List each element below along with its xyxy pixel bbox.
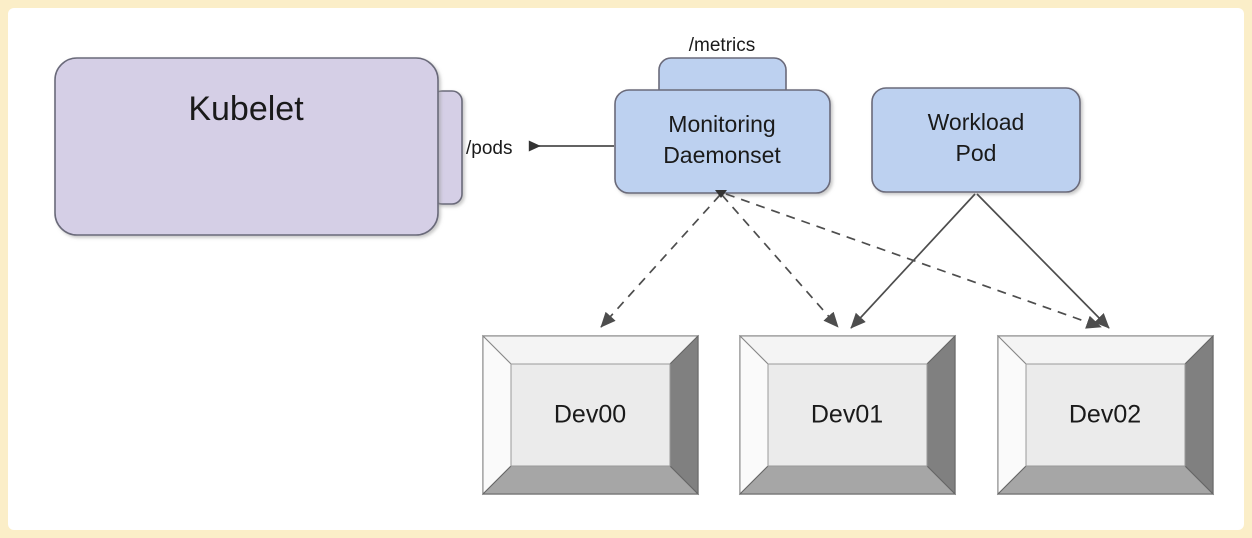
node-dev02[interactable]: Dev02 bbox=[996, 334, 1215, 496]
workload-pod-body bbox=[871, 87, 1081, 193]
dev01-face bbox=[767, 363, 928, 467]
dev02-bevel-bottom bbox=[996, 465, 1215, 495]
edge-pods: /pods bbox=[466, 138, 614, 159]
dev02-face bbox=[1025, 363, 1186, 467]
kubelet-label: Kubelet bbox=[188, 90, 304, 128]
dev02-label: Dev02 bbox=[1069, 401, 1141, 429]
edges-monitoring-to-devices bbox=[600, 190, 1102, 329]
monitoring-metrics-port bbox=[658, 57, 787, 96]
node-dev00[interactable]: Dev00 bbox=[481, 334, 700, 496]
dev01-bevel-top bbox=[738, 335, 957, 365]
workload-pod-label-line2: Pod bbox=[956, 140, 997, 166]
edge-monitoring-dev00 bbox=[600, 194, 721, 328]
monitoring-edge-origin-marker bbox=[715, 190, 727, 198]
dev00-face bbox=[510, 363, 671, 467]
edge-monitoring-dev01 bbox=[721, 194, 839, 328]
pods-edge-label: /pods bbox=[466, 138, 512, 159]
metrics-edge-label: /metrics bbox=[689, 35, 756, 56]
dev00-label: Dev00 bbox=[554, 401, 626, 429]
edge-workload-dev01 bbox=[850, 193, 976, 329]
edges-workload-to-devices bbox=[850, 193, 1110, 329]
workload-pod-label-line1: Workload bbox=[928, 109, 1025, 135]
monitoring-label-line1: Monitoring bbox=[668, 111, 775, 137]
dev00-bevel-top bbox=[481, 335, 700, 365]
monitoring-label-line2: Daemonset bbox=[663, 142, 781, 168]
node-kubelet[interactable]: Kubelet bbox=[54, 57, 463, 236]
node-workload-pod[interactable]: Workload Pod bbox=[871, 87, 1081, 193]
dev02-bevel-top bbox=[996, 335, 1215, 365]
dev01-bevel-bottom bbox=[738, 465, 957, 495]
edge-workload-dev02 bbox=[976, 193, 1110, 329]
dev00-bevel-bottom bbox=[481, 465, 700, 495]
node-monitoring-daemonset[interactable]: Monitoring Daemonset bbox=[614, 57, 831, 194]
dev01-label: Dev01 bbox=[811, 401, 883, 429]
kubelet-body bbox=[54, 57, 439, 236]
node-dev01[interactable]: Dev01 bbox=[738, 334, 957, 496]
